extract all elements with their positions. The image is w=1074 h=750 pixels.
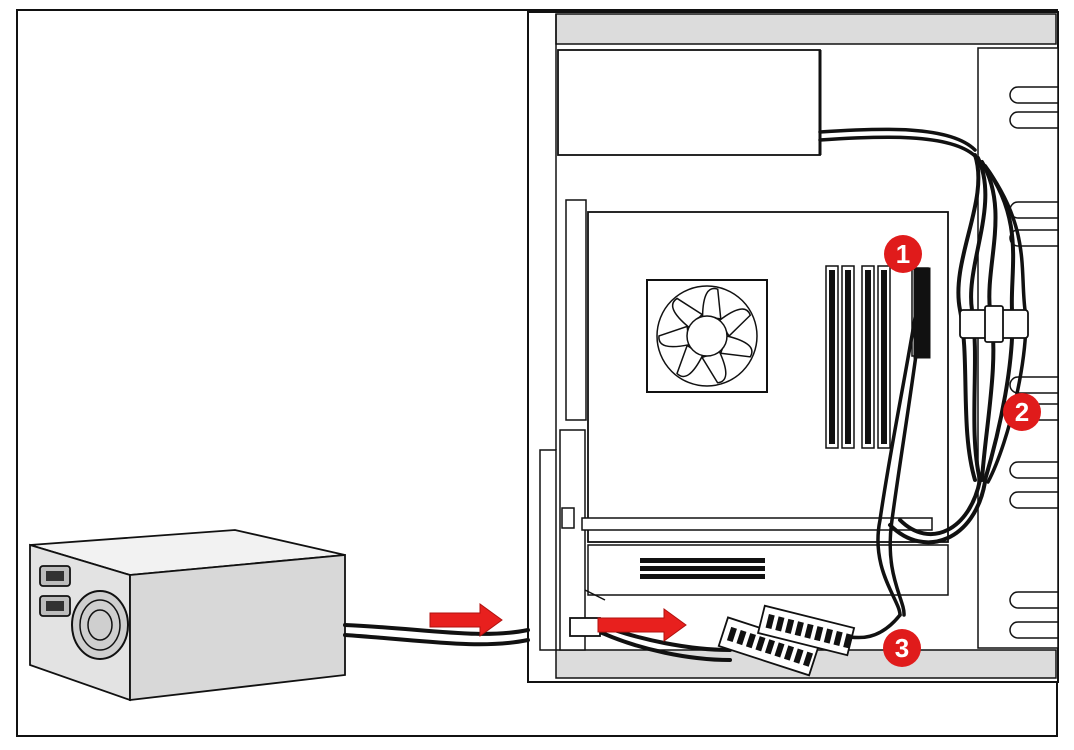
- lower-card-slots: [640, 558, 765, 579]
- motherboard: [561, 211, 949, 596]
- vent-slot: [1009, 491, 1058, 509]
- cpu-fan-blades: [658, 287, 753, 384]
- step-markers: 1 2 3: [883, 235, 1041, 667]
- atx-cable-2: [888, 308, 924, 617]
- ram-slot-inner: [845, 270, 851, 444]
- slot-plate-upper: [565, 199, 587, 421]
- cable-loop-2: [888, 480, 987, 545]
- connector-pin: [775, 616, 785, 632]
- cpu-fan-hub: [686, 315, 728, 357]
- vent-slot: [1009, 111, 1058, 129]
- pci-slot: [581, 517, 933, 531]
- vent-slot: [1009, 621, 1058, 639]
- vent-slot: [1009, 86, 1058, 104]
- connector-pin: [736, 629, 747, 646]
- connector-pin: [784, 618, 795, 634]
- step-marker-1: 1: [884, 235, 922, 273]
- insert-arrow-icon: [597, 608, 687, 642]
- connector-pin: [745, 633, 756, 649]
- drive-cable-a: [818, 127, 977, 152]
- step-marker-2: 2: [1003, 393, 1041, 431]
- vent-slot: [1009, 461, 1058, 479]
- fan-blade: [700, 350, 727, 384]
- connector-pin: [804, 623, 814, 639]
- expansion-plate: [539, 199, 587, 651]
- connector-pin: [755, 636, 766, 652]
- power-supply-unit: [29, 529, 346, 702]
- connector-pin: [793, 648, 804, 664]
- psu-main-cable-a: [343, 623, 530, 636]
- psu-main-cable-b: [343, 633, 530, 647]
- slot-plate-lower: [559, 429, 586, 651]
- ram-slots: [825, 265, 891, 449]
- psu-switch-lower-key: [46, 601, 64, 611]
- bracket-clip: [561, 507, 575, 529]
- card-slot-line: [640, 566, 765, 571]
- drive-cable-b: [818, 135, 977, 158]
- fan-blade: [658, 325, 690, 348]
- psu-port: [569, 617, 601, 637]
- psu-fan-mid: [79, 599, 121, 651]
- connector-pin: [764, 639, 775, 655]
- step-marker-3: 3: [883, 629, 921, 667]
- case-rear-bracket: [539, 449, 557, 651]
- connector-pin: [814, 626, 824, 642]
- cable-loop-1: [898, 478, 982, 537]
- connector-pin: [774, 642, 785, 658]
- ram-slot-inner: [865, 270, 871, 444]
- psu-switch-upper-key: [46, 571, 64, 581]
- atx-plug-housing: [913, 267, 931, 359]
- step-marker-label: 3: [895, 633, 909, 663]
- side-panel: [977, 47, 1059, 649]
- fan-blade: [701, 287, 722, 320]
- bottom-connector-b: [756, 604, 856, 657]
- case-top-rail: [555, 13, 1057, 45]
- insert-arrow-group: [429, 603, 687, 642]
- insert-arrow-icon: [429, 603, 503, 637]
- molex-clip: [984, 305, 1004, 343]
- step-marker-label: 1: [896, 239, 910, 269]
- step-marker-label: 2: [1015, 397, 1029, 427]
- ram-slot-inner: [881, 270, 887, 444]
- bottom-connectors: [717, 604, 856, 677]
- drive-bay: [557, 49, 821, 156]
- card-slot-line: [640, 574, 765, 579]
- bottom-connector-a-pins: [726, 626, 814, 667]
- card-slot-line: [640, 558, 765, 563]
- fan-blade: [718, 308, 752, 338]
- step-marker-circle: [884, 235, 922, 273]
- fan-blade: [719, 335, 753, 358]
- psu-port-guide: [584, 589, 606, 601]
- psu-fan-inner: [87, 609, 113, 641]
- connector-pin: [783, 645, 795, 661]
- psu-side: [129, 554, 346, 702]
- cooling-fan-icon: [646, 279, 768, 393]
- connector-pin: [726, 626, 737, 643]
- ram-slot-inner: [829, 270, 835, 444]
- connector-pin: [765, 614, 775, 630]
- arrow-shape: [597, 608, 687, 642]
- atx-cable-1: [876, 298, 920, 617]
- connector-pin: [794, 621, 804, 637]
- connector-pin: [833, 630, 843, 646]
- cable-bundle-1: [956, 153, 981, 482]
- power-connector-icon: [913, 267, 1029, 359]
- step-marker-circle: [1003, 393, 1041, 431]
- bottom-connector-b-pins: [765, 614, 853, 649]
- connector-cable-c: [598, 630, 732, 662]
- step-marker-circle: [883, 629, 921, 667]
- connector-pin: [843, 633, 853, 649]
- psu-fan-icon: [71, 590, 129, 660]
- arrow-shape: [429, 603, 503, 637]
- vent-slot: [1009, 591, 1058, 609]
- bottom-connector-a: [717, 616, 820, 677]
- side-panel-body: [977, 47, 1059, 649]
- connector-pin: [803, 651, 814, 667]
- connector-pin: [823, 628, 833, 644]
